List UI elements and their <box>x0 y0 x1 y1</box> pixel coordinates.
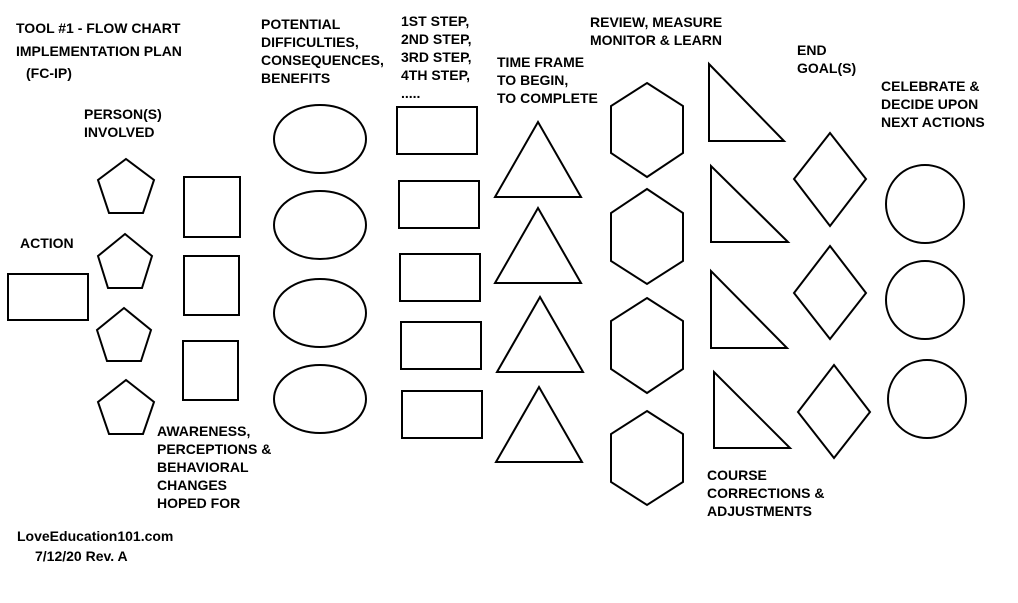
course-triangle-3 <box>710 268 790 349</box>
steps-label: 1ST STEP, 2ND STEP, 3RD STEP, 4TH STEP, … <box>401 13 472 101</box>
awareness-box-3 <box>182 340 239 401</box>
awareness-box-1 <box>183 176 241 238</box>
review-hexagon-2 <box>610 187 684 286</box>
footer-site: LoveEducation101.com <box>17 528 174 544</box>
person-pentagon-1 <box>96 157 156 214</box>
difficulties-label: POTENTIAL DIFFICULTIES, CONSEQUENCES, BE… <box>261 16 384 86</box>
title-line-1: TOOL #1 - FLOW CHART <box>16 20 181 36</box>
review-hexagon-1 <box>610 81 684 179</box>
celebrate-circle-1 <box>885 164 965 244</box>
course-triangle-4 <box>713 369 793 449</box>
course-triangle-1 <box>708 61 787 142</box>
course-triangle-2 <box>710 163 791 243</box>
step-box-3 <box>399 253 481 302</box>
goal-diamond-1 <box>792 131 868 228</box>
course-label: COURSE CORRECTIONS & ADJUSTMENTS <box>707 467 825 519</box>
awareness-box-2 <box>183 255 240 316</box>
difficulty-oval-4 <box>273 364 367 434</box>
review-label: REVIEW, MEASURE MONITOR & LEARN <box>590 14 723 48</box>
goal-diamond-3 <box>796 363 872 460</box>
step-box-5 <box>401 390 483 439</box>
person-pentagon-2 <box>96 232 154 289</box>
timeframe-triangle-2 <box>493 205 583 284</box>
timeframe-label: TIME FRAME TO BEGIN, TO COMPLETE <box>497 54 598 106</box>
goal-diamond-2 <box>792 244 868 341</box>
celebrate-label: CELEBRATE & DECIDE UPON NEXT ACTIONS <box>881 78 985 130</box>
celebrate-circle-2 <box>885 260 965 340</box>
title-line-3: (FC-IP) <box>26 65 72 81</box>
footer-revision: 7/12/20 Rev. A <box>35 548 128 564</box>
person-pentagon-3 <box>95 306 153 362</box>
timeframe-triangle-3 <box>495 294 585 373</box>
difficulty-oval-2 <box>273 190 367 260</box>
title-line-2: IMPLEMENTATION PLAN <box>16 43 182 59</box>
difficulty-oval-3 <box>273 278 367 348</box>
person-pentagon-4 <box>96 378 156 435</box>
difficulty-oval-1 <box>273 104 367 174</box>
review-hexagon-4 <box>610 409 684 507</box>
review-hexagon-3 <box>610 296 684 395</box>
timeframe-triangle-1 <box>493 119 583 198</box>
step-box-1 <box>396 106 478 155</box>
step-box-2 <box>398 180 480 229</box>
action-box <box>7 273 89 321</box>
celebrate-circle-3 <box>887 359 967 439</box>
action-label: ACTION <box>20 235 74 251</box>
step-box-4 <box>400 321 482 370</box>
endgoal-label: END GOAL(S) <box>797 42 857 76</box>
persons-label: PERSON(S) INVOLVED <box>84 106 162 140</box>
timeframe-triangle-4 <box>494 384 584 463</box>
awareness-label: AWARENESS, PERCEPTIONS & BEHAVIORAL CHAN… <box>157 423 272 511</box>
